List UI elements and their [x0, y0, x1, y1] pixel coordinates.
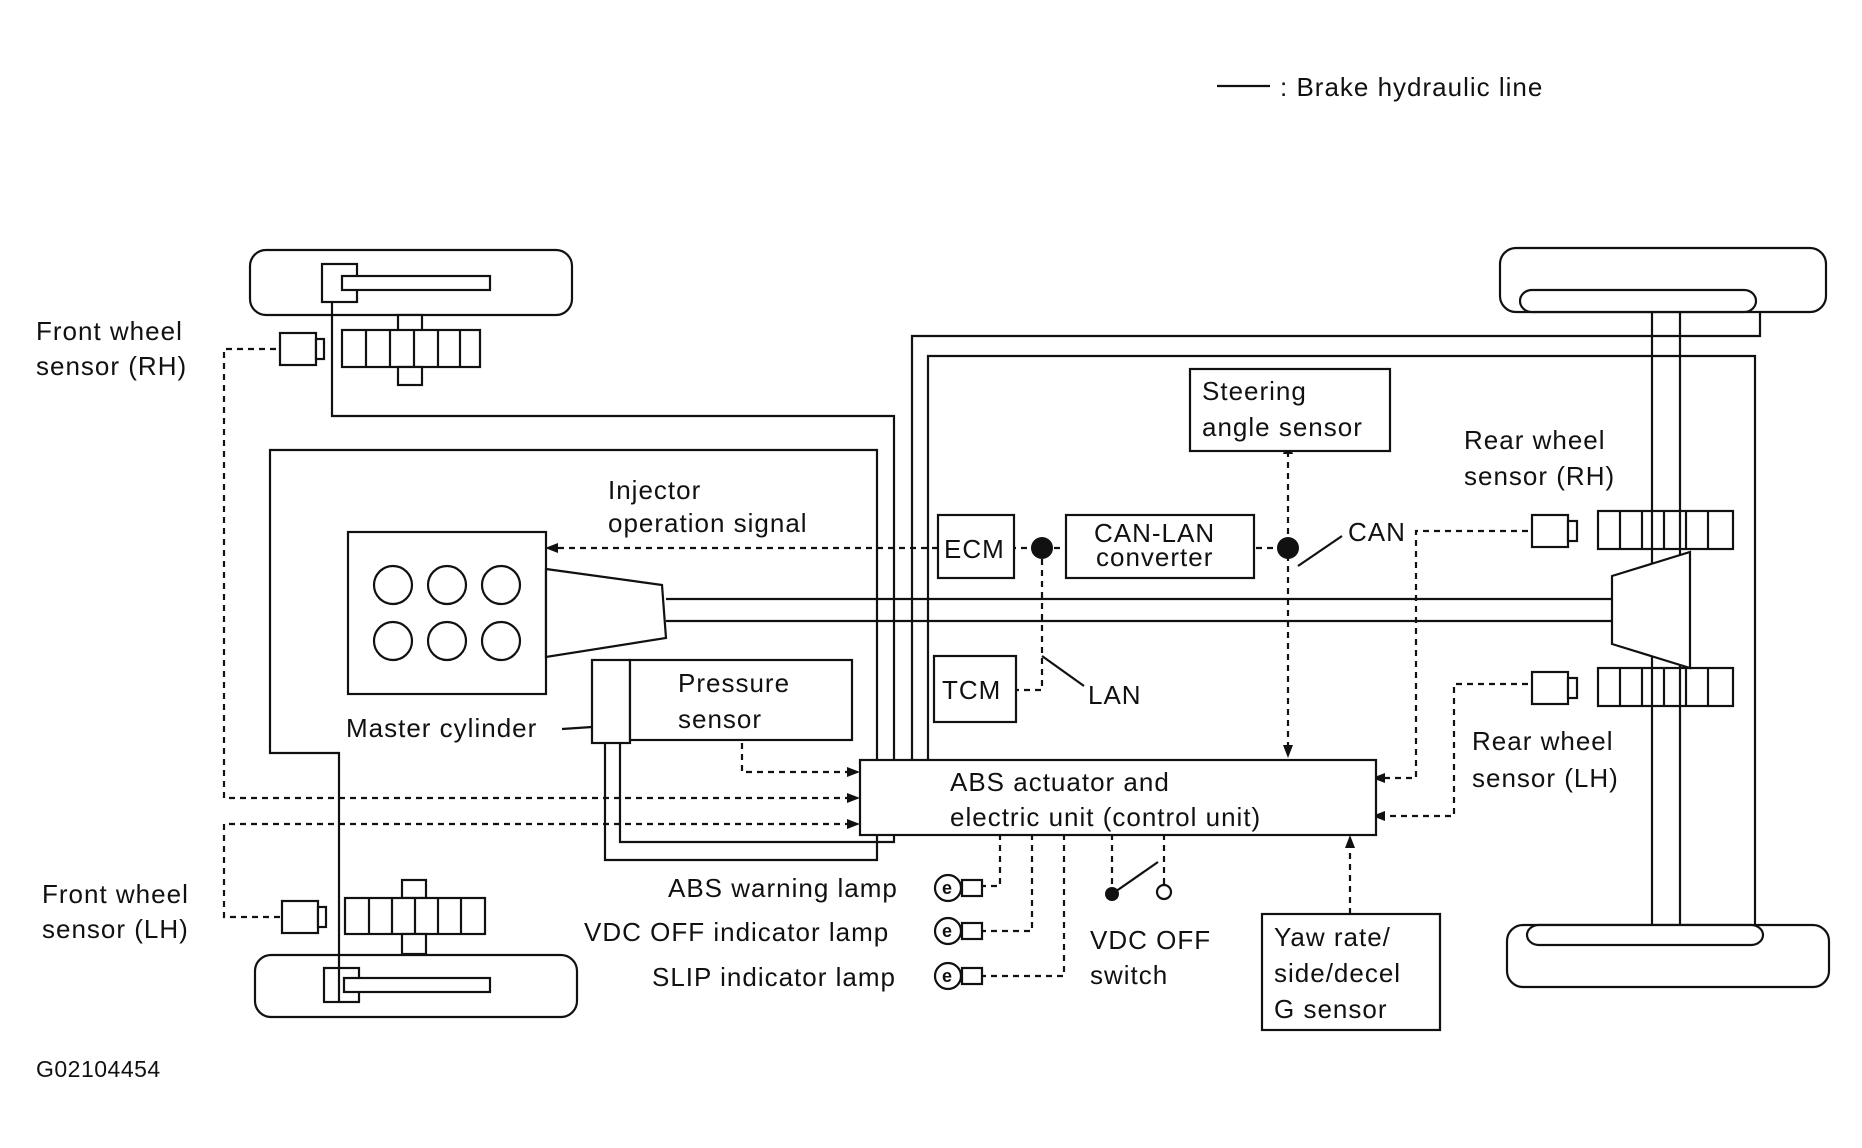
lamp-symbol: e — [942, 878, 953, 898]
drive-shaft — [666, 597, 1612, 623]
pressure-sensor-label-1: Pressure — [678, 668, 790, 698]
rear-right-wheel — [1498, 246, 1828, 551]
lan-leader-line — [1041, 655, 1085, 687]
rear-axle — [1610, 312, 1692, 925]
can-junction-dot — [1277, 537, 1299, 559]
abs-warning-lamp-label: ABS warning lamp — [668, 873, 898, 903]
lamp-symbol: e — [942, 966, 953, 986]
tcm-label: TCM — [942, 675, 1001, 705]
vdc-switch-label-2: switch — [1090, 960, 1168, 990]
slip-indicator-lamp-label: SLIP indicator lamp — [652, 962, 896, 992]
lan-junction-dot — [1031, 537, 1053, 559]
can-lan-label-1: CAN-LAN — [1094, 518, 1215, 548]
can-label: CAN — [1348, 517, 1406, 547]
ecm-label: ECM — [944, 534, 1005, 564]
signal-lines — [222, 347, 1528, 978]
rear-lh-label-1: Rear wheel — [1472, 726, 1614, 756]
slip-indicator-lamp: e SLIP indicator lamp — [652, 961, 984, 992]
legend: : Brake hydraulic line — [1217, 72, 1543, 102]
steering-label-2: angle sensor — [1202, 412, 1363, 442]
front-rh-label-1: Front wheel — [36, 316, 183, 346]
can-lan-converter: CAN-LAN converter — [1064, 513, 1256, 580]
legend-label: : Brake hydraulic line — [1280, 72, 1543, 102]
vdc-switch-label-1: VDC OFF — [1090, 925, 1211, 955]
yaw-label-3: G sensor — [1274, 994, 1388, 1024]
ecm: ECM — [936, 513, 1016, 580]
front-left-wheel — [253, 878, 579, 1019]
steering-label-1: Steering — [1202, 376, 1307, 406]
front-right-wheel — [248, 248, 574, 387]
can-leader-line — [1297, 535, 1343, 567]
front-rh-label-2: sensor (RH) — [36, 351, 187, 381]
master-cylinder-label: Master cylinder — [346, 713, 537, 743]
lan-label: LAN — [1088, 680, 1142, 710]
rear-rh-label-1: Rear wheel — [1464, 425, 1606, 455]
yaw-label-1: Yaw rate/ — [1274, 922, 1391, 952]
abs-unit-label-1: ABS actuator and — [950, 767, 1170, 797]
front-left-wheel-sensor — [280, 899, 328, 935]
lamp-symbol: e — [942, 921, 953, 941]
injector-label-2: operation signal — [608, 508, 808, 538]
rear-right-wheel-sensor — [1530, 513, 1579, 549]
tcm: TCM — [932, 654, 1018, 724]
abs-actuator-control-unit: ABS actuator and electric unit (control … — [858, 758, 1378, 837]
rear-left-wheel-sensor — [1530, 670, 1579, 706]
front-right-wheel-sensor — [278, 331, 326, 367]
rear-left-wheel — [1505, 666, 1831, 989]
can-lan-label-2: converter — [1096, 542, 1213, 572]
yaw-rate-g-sensor: Yaw rate/ side/decel G sensor — [1260, 912, 1442, 1032]
vdc-off-indicator-lamp: e VDC OFF indicator lamp — [584, 916, 984, 947]
vdc-off-switch: VDC OFF switch — [1090, 861, 1211, 990]
engine — [346, 530, 668, 696]
pressure-sensor: Pressure sensor — [628, 658, 854, 742]
steering-angle-sensor: Steering angle sensor — [1188, 367, 1392, 453]
yaw-label-2: side/decel — [1274, 958, 1401, 988]
injector-label-1: Injector — [608, 475, 701, 505]
master-cylinder: Master cylinder — [346, 658, 632, 745]
abs-unit-label-2: electric unit (control unit) — [950, 802, 1261, 832]
abs-warning-lamp: e ABS warning lamp — [668, 873, 984, 903]
front-lh-label-2: sensor (LH) — [42, 914, 189, 944]
rear-lh-label-2: sensor (LH) — [1472, 763, 1619, 793]
front-lh-label-1: Front wheel — [42, 879, 189, 909]
pressure-sensor-label-2: sensor — [678, 704, 762, 734]
rear-rh-label-2: sensor (RH) — [1464, 461, 1615, 491]
figure-id: G02104454 — [36, 1056, 161, 1082]
vdc-off-indicator-lamp-label: VDC OFF indicator lamp — [584, 917, 889, 947]
